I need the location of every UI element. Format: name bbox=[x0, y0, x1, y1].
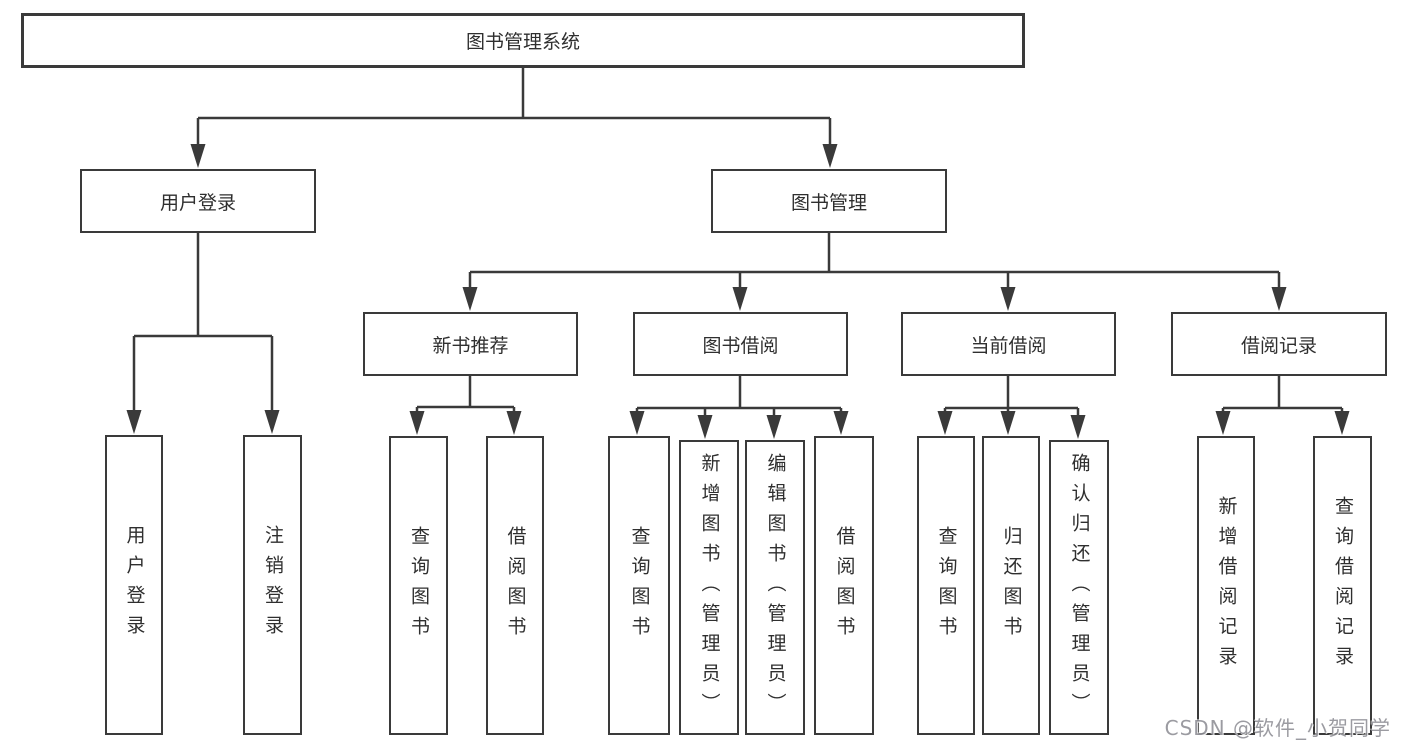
node-root-label: 图书管理系统 bbox=[465, 31, 580, 53]
node-current-borrow-label: 当前借阅 bbox=[970, 334, 1047, 357]
leaf-logout-label: 注销登录 bbox=[262, 525, 284, 645]
leaf-cb-query-books: 查询图书 bbox=[917, 436, 975, 735]
leaf-bb-query-books-label: 查询图书 bbox=[628, 525, 651, 646]
leaf-br-add-record: 新增借阅记录 bbox=[1197, 436, 1255, 735]
node-current-borrow: 当前借阅 bbox=[901, 312, 1116, 376]
node-book-management: 图书管理 bbox=[711, 169, 947, 233]
watermark: CSDN @软件_小贺同学 bbox=[1164, 716, 1391, 740]
node-book-management-label: 图书管理 bbox=[790, 191, 867, 214]
leaf-bb-add-books-admin: 新增图书（管理员） bbox=[679, 440, 739, 735]
leaf-rec-query-books-label: 查询图书 bbox=[408, 525, 430, 646]
leaf-cb-query-books-label: 查询图书 bbox=[935, 525, 958, 646]
leaf-bb-borrow-books: 借阅图书 bbox=[814, 436, 874, 735]
node-root: 图书管理系统 bbox=[21, 13, 1025, 68]
node-new-book-recommend: 新书推荐 bbox=[363, 312, 578, 376]
node-borrow-records-label: 借阅记录 bbox=[1240, 334, 1317, 357]
node-user-login-label: 用户登录 bbox=[159, 191, 236, 214]
leaf-bb-edit-books-admin: 编辑图书（管理员） bbox=[745, 440, 805, 735]
leaf-bb-add-books-admin-label: 新增图书（管理员） bbox=[698, 452, 721, 723]
leaf-bb-query-books: 查询图书 bbox=[608, 436, 670, 735]
leaf-rec-query-books: 查询图书 bbox=[389, 436, 448, 735]
leaf-rec-borrow-books: 借阅图书 bbox=[486, 436, 544, 735]
leaf-br-add-record-label: 新增借阅记录 bbox=[1215, 495, 1238, 676]
leaf-logout: 注销登录 bbox=[243, 435, 302, 735]
leaf-user-login: 用户登录 bbox=[105, 435, 163, 735]
node-user-login: 用户登录 bbox=[80, 169, 316, 233]
leaf-bb-borrow-books-label: 借阅图书 bbox=[833, 525, 856, 646]
node-book-borrow: 图书借阅 bbox=[633, 312, 848, 376]
leaf-user-login-label: 用户登录 bbox=[123, 525, 146, 645]
leaf-cb-return-books-label: 归还图书 bbox=[1000, 525, 1023, 646]
leaf-br-query-record: 查询借阅记录 bbox=[1313, 436, 1372, 735]
node-borrow-records: 借阅记录 bbox=[1171, 312, 1387, 376]
leaf-cb-return-books: 归还图书 bbox=[982, 436, 1040, 735]
node-new-book-recommend-label: 新书推荐 bbox=[432, 334, 509, 357]
leaf-cb-confirm-return-admin: 确认归还（管理员） bbox=[1049, 440, 1109, 735]
leaf-br-query-record-label: 查询借阅记录 bbox=[1332, 495, 1354, 676]
leaf-bb-edit-books-admin-label: 编辑图书（管理员） bbox=[764, 452, 787, 723]
leaf-rec-borrow-books-label: 借阅图书 bbox=[504, 525, 527, 646]
node-book-borrow-label: 图书借阅 bbox=[702, 334, 779, 357]
leaf-cb-confirm-return-admin-label: 确认归还（管理员） bbox=[1068, 452, 1091, 723]
